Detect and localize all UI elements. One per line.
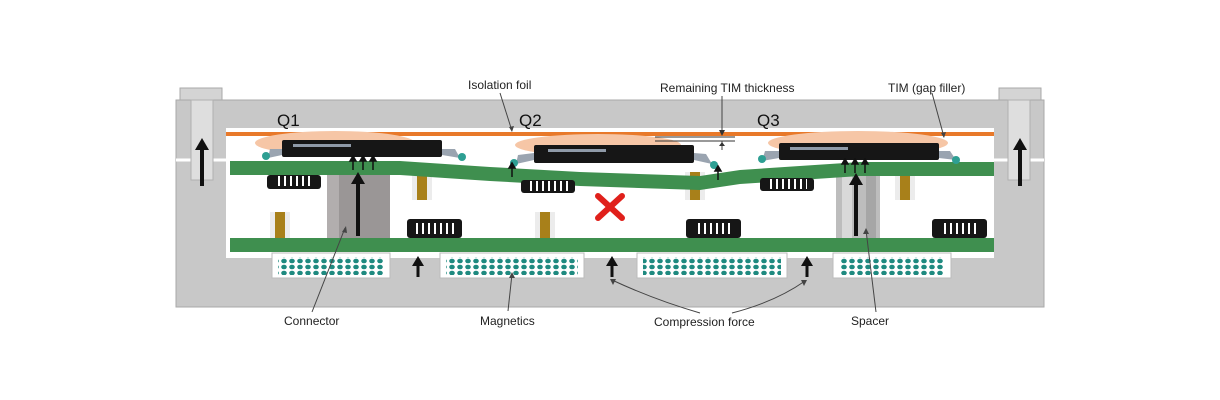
- compression-force-label: Compression force: [654, 315, 755, 329]
- q1-label: Q1: [277, 111, 300, 130]
- device-q3: [758, 131, 960, 164]
- magnetics-label: Magnetics: [480, 314, 535, 328]
- top-connectors: [267, 175, 814, 193]
- isolation-foil-label: Isolation foil: [468, 78, 531, 92]
- x-cross-icon: [595, 193, 625, 221]
- magnetics-row: [271, 252, 952, 279]
- up-arrow-icon: [801, 256, 813, 277]
- isolation-foil: [226, 132, 994, 136]
- up-arrow-icon: [195, 138, 209, 186]
- up-arrow-icon: [1013, 138, 1027, 186]
- tim-gap-filler-label: TIM (gap filler): [888, 81, 965, 95]
- force-arrows: [195, 138, 1027, 277]
- device-q2: [510, 134, 718, 169]
- leader-lines: [311, 92, 946, 314]
- q3-label: Q3: [757, 111, 780, 130]
- spacer-label: Spacer: [851, 314, 889, 328]
- top-pcb: [230, 161, 994, 190]
- q2-label: Q2: [519, 111, 542, 130]
- connector-label: Connector: [284, 314, 339, 328]
- up-arrow-icon: [351, 172, 365, 236]
- bottom-pcb: [230, 238, 994, 252]
- up-arrow-icon: [606, 256, 618, 277]
- tim-thickness-marker: [655, 96, 735, 150]
- bottom-connectors: [407, 219, 987, 238]
- device-q1: [255, 131, 466, 161]
- up-arrow-icon: [849, 173, 863, 236]
- remaining-tim-label: Remaining TIM thickness: [660, 81, 795, 95]
- up-arrow-icon: [412, 256, 424, 277]
- small-force-arrows: [348, 154, 870, 180]
